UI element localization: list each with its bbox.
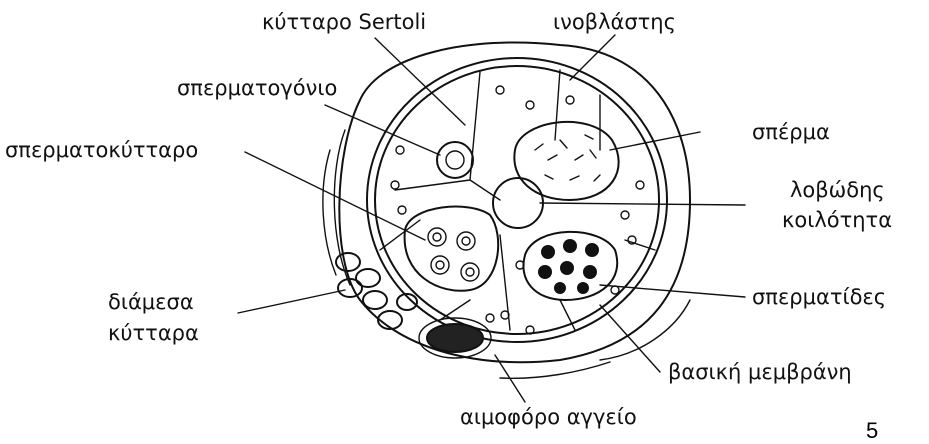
label-interstitial-line1: διάμεσα — [108, 292, 194, 313]
label-spermatids: σπερματίδες — [752, 287, 886, 308]
spermatogonium-nucleus — [446, 151, 464, 169]
label-lumen-line1: λοβώδης — [790, 180, 885, 201]
lumen — [493, 178, 543, 228]
basement-membrane-outer — [367, 58, 667, 342]
label-fibroblast: ινοβλάστης — [553, 12, 676, 33]
spermatogonium-cell — [437, 142, 473, 178]
label-basement-membrane: βασική μεμβράνη — [668, 362, 852, 383]
spermatocyte-cluster — [405, 207, 499, 291]
sperm-cluster — [514, 122, 618, 200]
label-spermatocyte: σπερματοκύτταρο — [5, 140, 198, 161]
label-blood-vessel: αιμοφόρο αγγείο — [460, 407, 637, 428]
label-sperm: σπέρμα — [752, 122, 830, 143]
sertoli-lines — [380, 70, 655, 330]
page-number: 5 — [866, 418, 878, 444]
label-spermatogonium: σπερματογόνιο — [177, 78, 337, 99]
blood-vessel — [427, 324, 483, 352]
label-sertoli-cell: κύτταρο Sertoli — [262, 12, 426, 33]
label-lumen-line2: κοιλότητα — [782, 210, 892, 231]
label-interstitial-line2: κύτταρα — [108, 323, 199, 344]
outer-sheath — [339, 42, 690, 362]
